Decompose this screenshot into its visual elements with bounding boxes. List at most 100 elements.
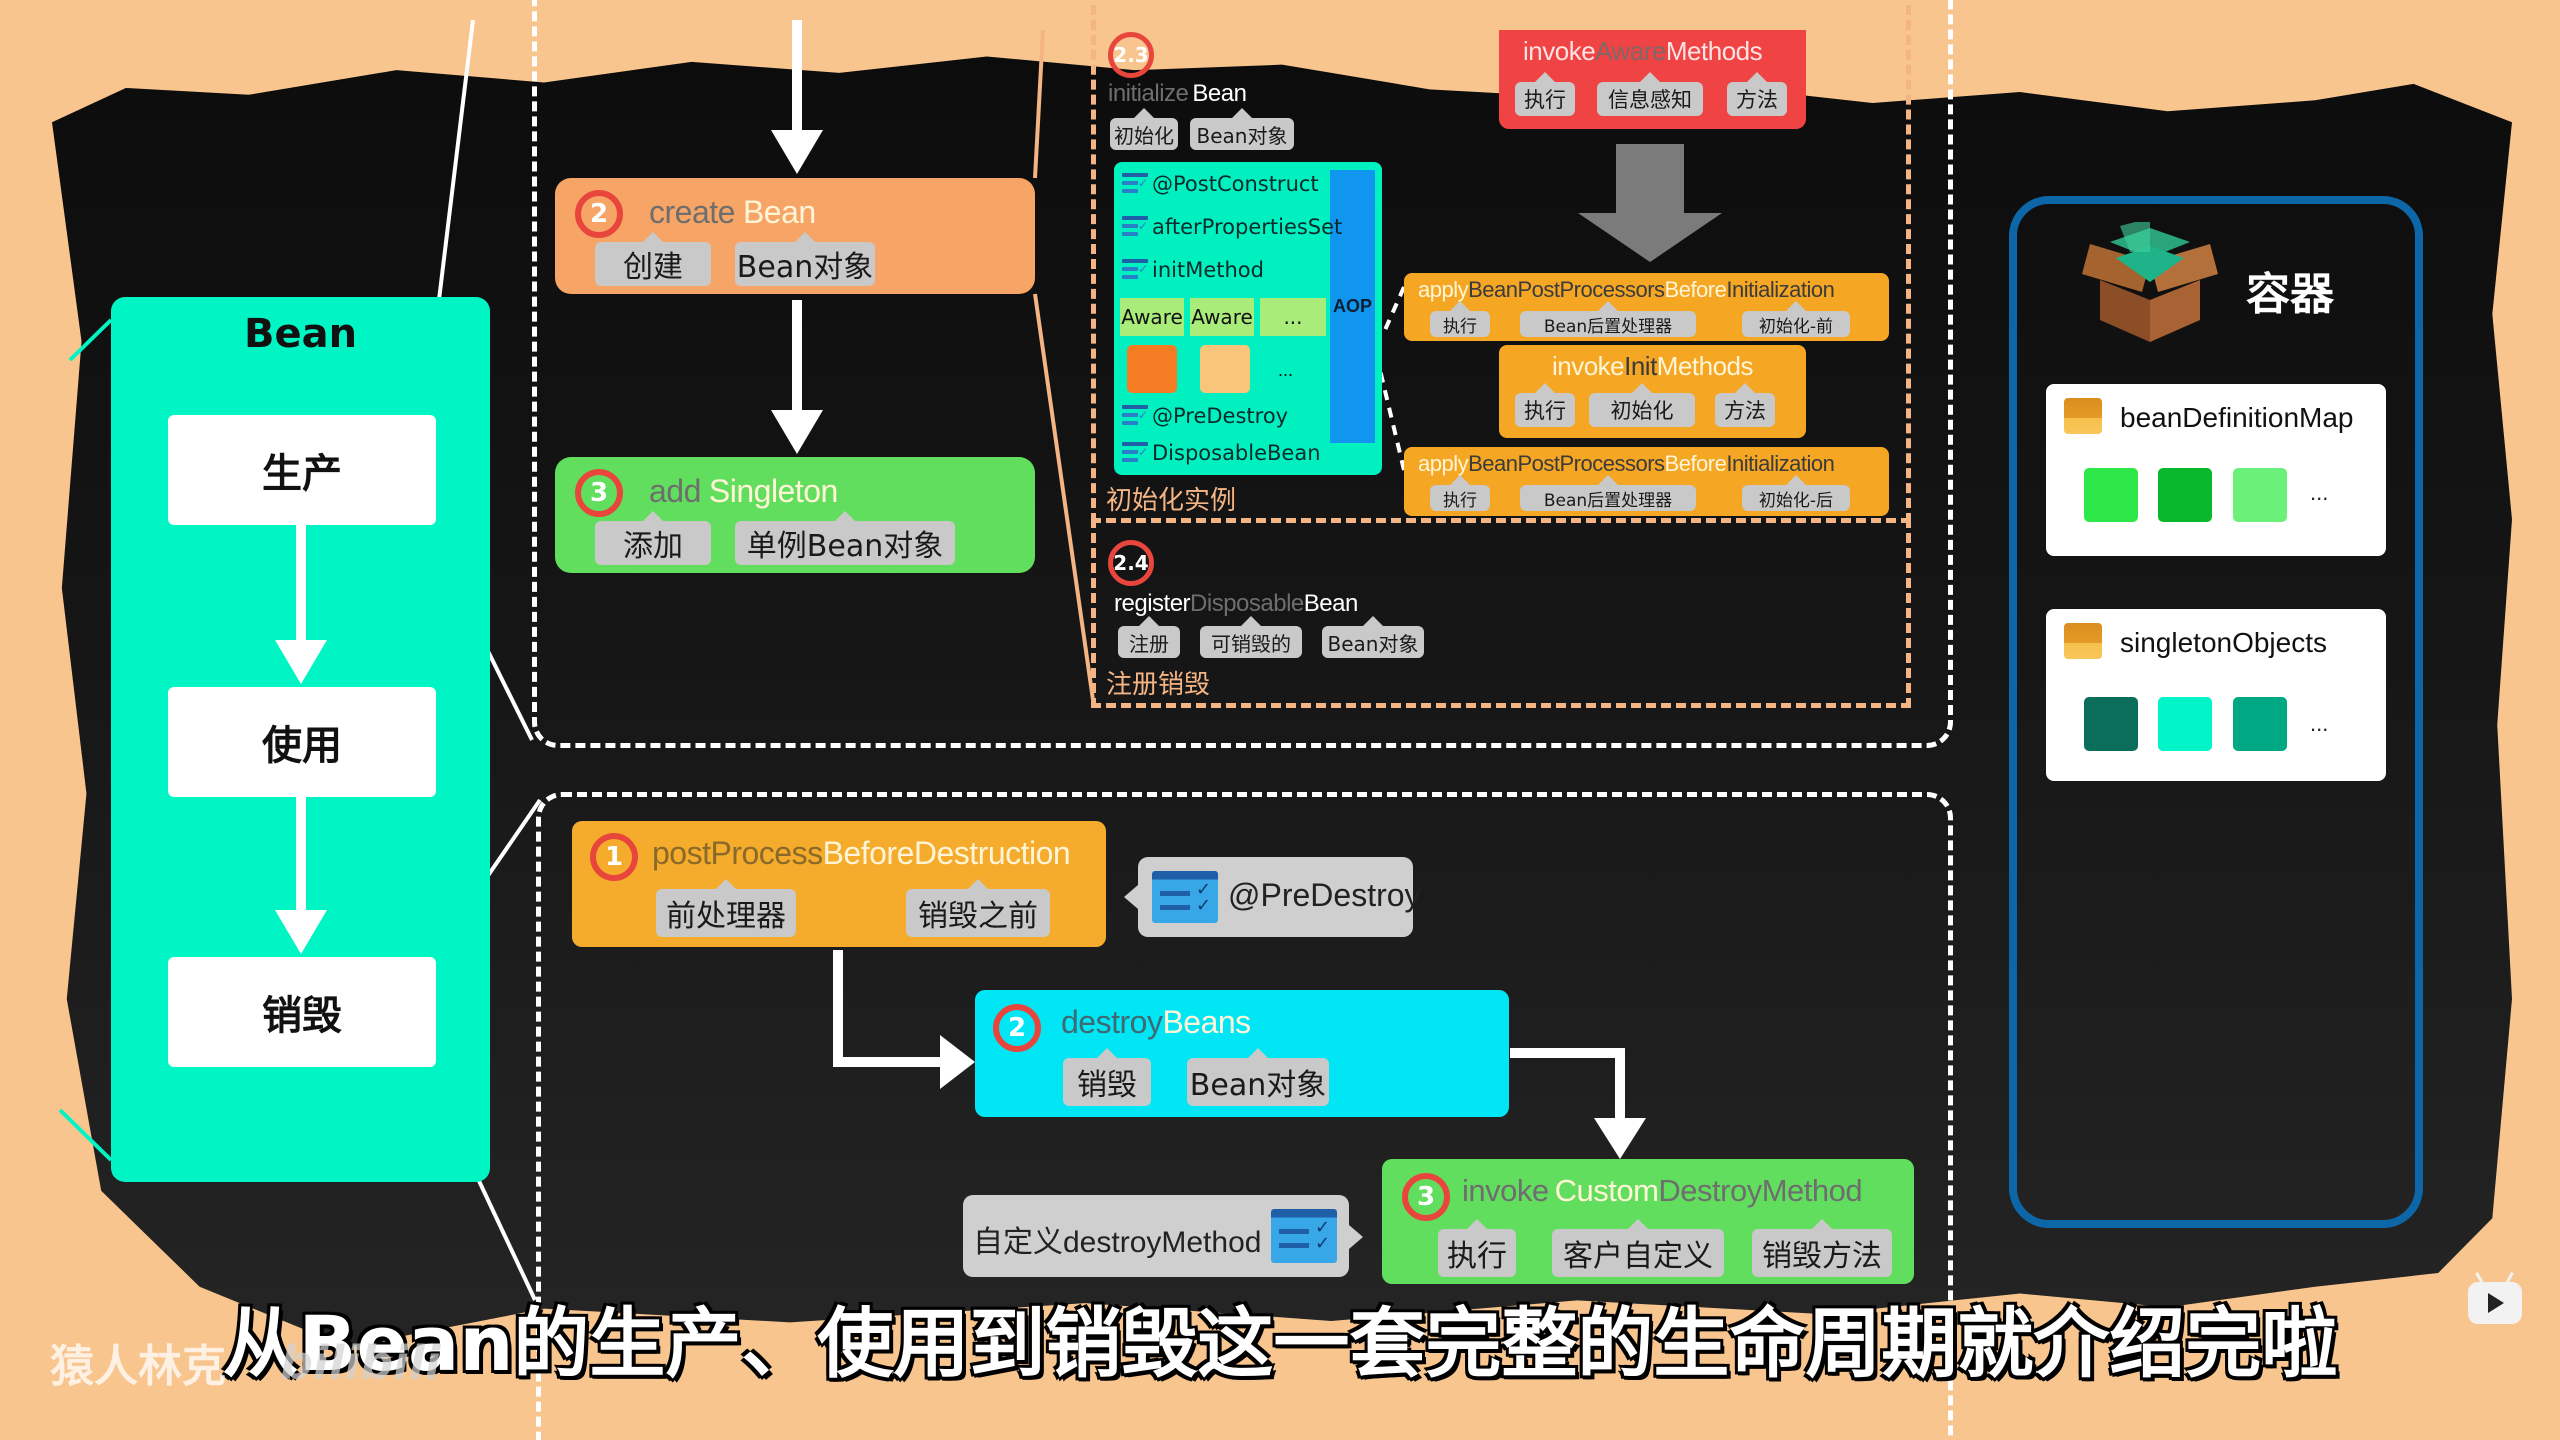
invoke-init-methods-node[interactable]: invokeInitMethods 执行 初始化 方法 — [1499, 345, 1806, 438]
tag: 前处理器 — [656, 879, 796, 937]
destroy-beans-node[interactable]: 2 destroyBeans 销毁 Bean对象 — [975, 990, 1509, 1117]
tag: 销毁之前 — [906, 879, 1050, 937]
aop-bar: AOP — [1330, 170, 1375, 443]
tag: Bean对象 — [735, 232, 875, 286]
method-afterpropertiesset: ✓afterPropertiesSet — [1122, 215, 1342, 239]
tag: 方法 — [1715, 383, 1775, 427]
arrow-postprocess-to-destroybeans — [833, 950, 950, 1067]
invoke-aware-methods-node[interactable]: invokeAwareMethods 执行 信息感知 方法 — [1499, 30, 1806, 129]
tag: 客户自定义 — [1552, 1219, 1724, 1277]
init-instance-label: 初始化实例 — [1106, 486, 1237, 516]
tag: Bean后置处理器 — [1520, 475, 1696, 511]
bean-definition-swatch — [2233, 468, 2287, 522]
aware-swatch-orange — [1127, 345, 1177, 393]
tag: 销毁方法 — [1752, 1219, 1892, 1277]
apply-before-initialization-node[interactable]: applyBeanPostProcessorsBeforeInitializat… — [1404, 273, 1889, 341]
creation-phase-region — [532, 0, 1953, 748]
arrow-into-createbean — [792, 20, 802, 130]
gray-down-arrow — [1578, 144, 1722, 262]
tag: 初始化 — [1589, 383, 1695, 427]
register-region — [1091, 518, 1911, 708]
step-badge: 2 — [575, 190, 623, 238]
bean-definition-map-card[interactable]: beanDefinitionMap ... — [2046, 384, 2386, 556]
singleton-swatch — [2158, 697, 2212, 751]
destroy-beans-title: destroyBeans — [1061, 1004, 1251, 1040]
checklist-icon: ✓ — [1122, 216, 1148, 238]
tag: 执行 — [1438, 1219, 1516, 1277]
custom-note-label: 自定义destroyMethod — [973, 1226, 1262, 1259]
stage-produce[interactable]: 生产 — [168, 415, 436, 525]
predestroy-callout: ✓✓ @PreDestroy — [1124, 857, 1421, 937]
destruction-phase-region — [536, 792, 1953, 1440]
apply-before-title: applyBeanPostProcessorsBeforeInitializat… — [1418, 277, 1835, 302]
tag: 初始化-前 — [1742, 301, 1850, 337]
tv-play-icon[interactable] — [2468, 1272, 2522, 1324]
register-disposable-bean-title: registerDisposableBean — [1114, 590, 1358, 617]
tag: 执行 — [1515, 383, 1575, 427]
tray-icon — [2064, 398, 2102, 434]
singleton-swatch — [2084, 697, 2138, 751]
tag: 执行 — [1430, 301, 1490, 337]
tag: 销毁 — [1063, 1048, 1151, 1106]
tag: 创建 — [595, 232, 711, 286]
arrow-head-into-addsingleton — [771, 410, 823, 454]
post-process-before-destruction-node[interactable]: 1 postProcessBeforeDestruction 前处理器 销毁之前 — [572, 821, 1106, 947]
singleton-objects-card[interactable]: singletonObjects ... — [2046, 609, 2386, 781]
arrow-head-into-createbean — [771, 130, 823, 174]
step-badge-2-3: 2.3 — [1108, 32, 1154, 78]
arrow-destroybeans-to-invokecustom — [1510, 1048, 1625, 1125]
more-indicator: ... — [2310, 711, 2329, 736]
video-subtitle: 从Bean的生产、使用到销毁这一套完整的生命周期就介绍完啦 — [222, 1299, 2338, 1388]
bean-definition-swatch — [2084, 468, 2138, 522]
container-panel — [2009, 196, 2423, 1228]
arrow-use-to-destroy — [296, 797, 306, 913]
more-indicator: ... — [2310, 480, 2329, 505]
method-disposablebean: ✓DisposableBean — [1122, 441, 1321, 465]
tag: 添加 — [595, 511, 711, 565]
arrow-createbean-to-addsingleton — [792, 300, 802, 410]
box-icon — [2082, 222, 2218, 342]
post-process-title: postProcessBeforeDestruction — [652, 835, 1071, 871]
initialize-region — [1091, 0, 1911, 523]
step-badge: 3 — [575, 469, 623, 517]
bean-definition-swatch — [2158, 468, 2212, 522]
method-initmethod: ✓initMethod — [1122, 258, 1264, 282]
method-predestroy: ✓@PreDestroy — [1122, 404, 1288, 428]
custom-destroy-method-callout: 自定义destroyMethod ✓✓ — [963, 1195, 1363, 1277]
map-name: beanDefinitionMap — [2120, 402, 2354, 433]
arrow-head-use-to-destroy — [275, 910, 327, 954]
step-badge: 1 — [590, 833, 638, 881]
zoom-line-init-bottom — [1033, 293, 1095, 701]
step-badge: 2 — [993, 1004, 1041, 1052]
stage-use[interactable]: 使用 — [168, 687, 436, 797]
container-title: 容器 — [2246, 269, 2334, 320]
invoke-init-title: invokeInitMethods — [1551, 351, 1754, 381]
arrow-head-to-invokecustom — [1594, 1118, 1646, 1159]
arrow-head-produce-to-use — [275, 640, 327, 684]
apply-after-initialization-node[interactable]: applyBeanPostProcessorsBeforeInitializat… — [1404, 447, 1889, 516]
checklist-icon: ✓ — [1122, 405, 1148, 427]
tray-icon — [2064, 623, 2102, 659]
apply-after-title: applyBeanPostProcessorsBeforeInitializat… — [1418, 451, 1835, 476]
bean-panel-edge-top — [68, 318, 113, 362]
bean-panel-edge-bottom — [58, 1108, 113, 1162]
bean-panel-title: Bean — [243, 311, 358, 357]
stage-destroy[interactable]: 销毁 — [168, 957, 436, 1067]
tag: 初始化 — [1110, 108, 1178, 150]
zoom-line-init-top — [1033, 29, 1045, 179]
aop-before-arrow — [1383, 286, 1406, 331]
aware-item: Aware — [1190, 298, 1254, 336]
singleton-swatch — [2233, 697, 2287, 751]
invoke-aware-title: invokeAwareMethods — [1523, 36, 1763, 66]
arrow-produce-to-use — [296, 524, 306, 644]
aware-item: Aware — [1120, 298, 1184, 336]
tag: 方法 — [1727, 72, 1787, 116]
register-destroy-label: 注册销毁 — [1106, 670, 1211, 700]
